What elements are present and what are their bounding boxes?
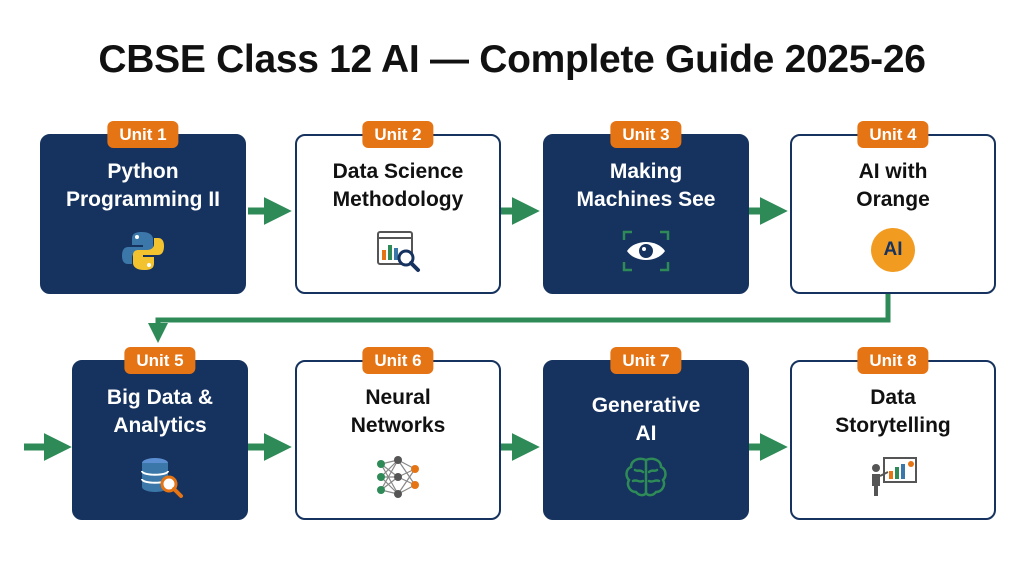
unit-4-label: AI with Orange [856,160,930,211]
unit-1-label: Python Programming II [65,160,221,211]
unit-2-label: Data Science Methodology [332,160,464,211]
unit-5-card[interactable]: Unit 5 Big Data & Analytics [72,347,248,520]
eye-scan-icon [621,228,671,274]
unit-7-label: Generative AI [591,394,701,445]
unit-1-badge: Unit 1 [107,121,179,148]
ai-badge-icon: AI [868,228,918,274]
chart-magnifier-icon [373,228,423,274]
unit-2-badge: Unit 2 [362,121,434,148]
unit-7-badge: Unit 7 [610,347,682,374]
unit-4-badge: Unit 4 [857,121,929,148]
python-logo-icon [118,228,168,274]
unit-6-card[interactable]: Unit 6 Neural Networks [295,347,501,520]
neural-network-icon [373,454,423,500]
unit-1-card[interactable]: Unit 1 Python Programming II [40,121,246,294]
unit-8-label: Data Storytelling [835,386,951,437]
ai-badge-text: AI [871,228,915,272]
unit-3-badge: Unit 3 [610,121,682,148]
presenter-chart-icon [868,454,918,500]
unit-6-label: Neural Networks [350,386,446,437]
unit-7-card[interactable]: Unit 7 Generative AI [543,347,749,520]
unit-4-card[interactable]: Unit 4 AI with Orange AI [790,121,996,294]
unit-5-label: Big Data & Analytics [106,386,214,437]
brain-icon [621,454,671,500]
unit-8-badge: Unit 8 [857,347,929,374]
page-title: CBSE Class 12 AI — Complete Guide 2025-2… [98,38,926,81]
unit-6-badge: Unit 6 [362,347,434,374]
unit-3-label: Making Machines See [576,160,716,211]
unit-2-card[interactable]: Unit 2 Data Science Methodology [295,121,501,294]
unit-5-badge: Unit 5 [124,347,196,374]
database-search-icon [135,454,185,500]
unit-3-card[interactable]: Unit 3 Making Machines See [543,121,749,294]
unit-8-card[interactable]: Unit 8 Data Storytelling [790,347,996,520]
arrow-4-5-connector [148,292,891,344]
